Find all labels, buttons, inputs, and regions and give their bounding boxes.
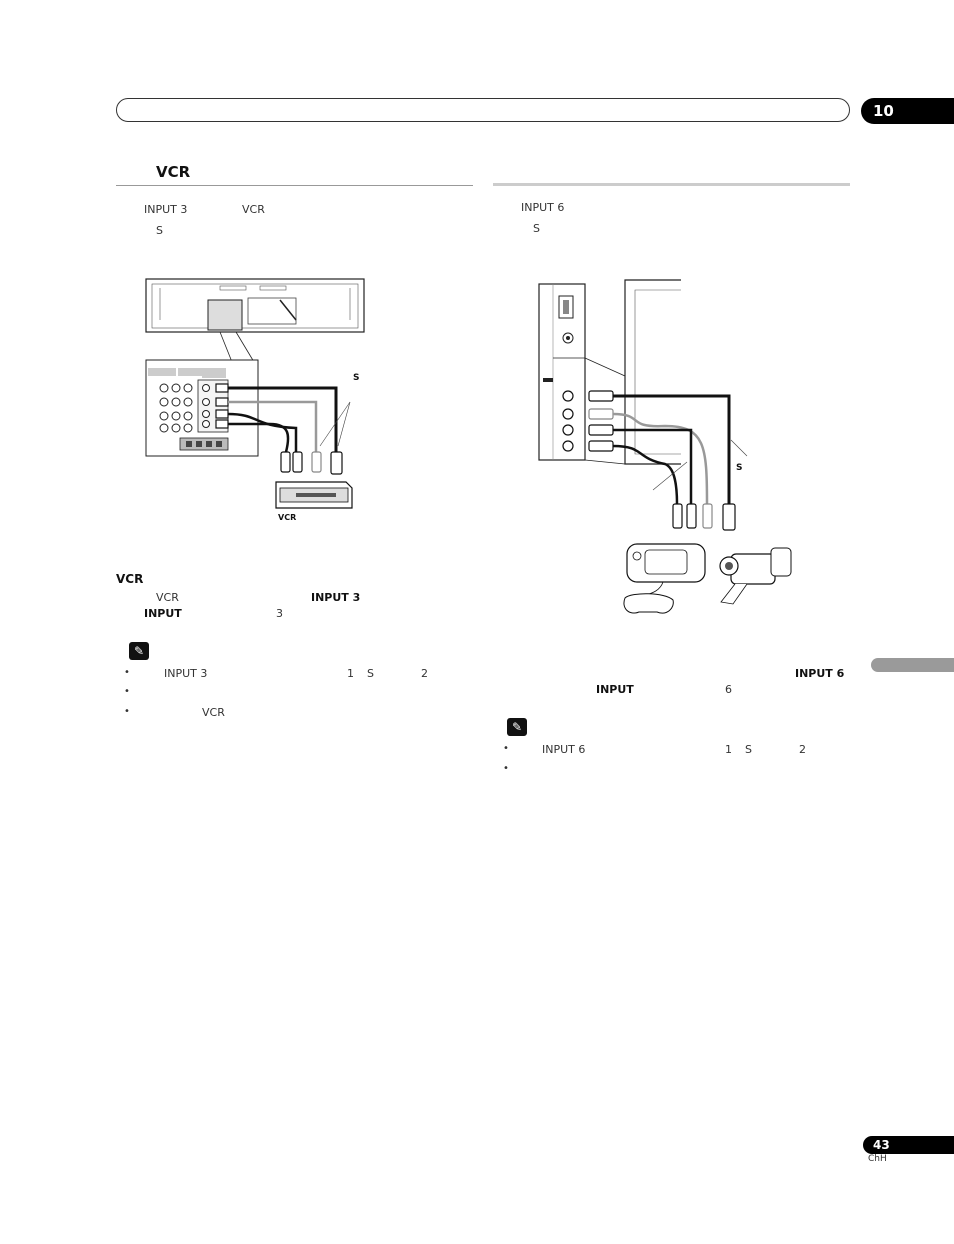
left-step2-num: 3 bbox=[276, 607, 283, 620]
note-icon: ✎ bbox=[507, 718, 527, 736]
bullet-icon: • bbox=[503, 743, 509, 754]
vcr-device-label: VCR bbox=[278, 513, 296, 522]
left-note1-one: 1 bbox=[347, 667, 354, 680]
tv-front-outline bbox=[624, 279, 681, 465]
left-step1-vcr: VCR bbox=[156, 591, 179, 604]
right-step2-num: 6 bbox=[725, 683, 732, 696]
right-note1-two: 2 bbox=[799, 743, 806, 756]
left-step2-input: INPUT bbox=[144, 607, 182, 620]
video-cable bbox=[228, 422, 290, 453]
left-heading-rule bbox=[116, 185, 473, 186]
right-step1-input6: INPUT 6 bbox=[795, 667, 845, 680]
bullet-icon: • bbox=[124, 706, 130, 717]
audio-red-cable bbox=[227, 412, 298, 452]
video-cable bbox=[612, 444, 679, 505]
right-step2-input: INPUT bbox=[596, 683, 634, 696]
right-intro-s: S bbox=[533, 222, 540, 235]
right-note1-s: S bbox=[745, 743, 752, 756]
left-note1-input3: INPUT 3 bbox=[164, 667, 208, 680]
left-note1-s: S bbox=[367, 667, 374, 680]
s-video-label: S bbox=[353, 373, 359, 383]
chapter-header-bar bbox=[116, 98, 850, 122]
right-note1-input6: INPUT 6 bbox=[542, 743, 586, 756]
right-heading-rule bbox=[493, 183, 850, 186]
left-intro-vcr: VCR bbox=[242, 203, 265, 216]
left-note1-two: 2 bbox=[421, 667, 428, 680]
note-icon: ✎ bbox=[129, 642, 149, 660]
left-section-heading: VCR bbox=[156, 163, 191, 181]
page-number-tab: 43 bbox=[863, 1136, 954, 1154]
section-side-tab bbox=[871, 658, 954, 672]
terminal-block-small bbox=[207, 299, 243, 331]
audio-white-cable bbox=[612, 412, 709, 505]
bullet-icon: • bbox=[124, 667, 130, 678]
game-controller bbox=[623, 593, 674, 614]
tv-rear-outline bbox=[145, 278, 365, 333]
bullet-icon: • bbox=[124, 686, 130, 697]
left-note3-vcr: VCR bbox=[202, 706, 225, 719]
right-note1-one: 1 bbox=[725, 743, 732, 756]
bullet-icon: • bbox=[503, 763, 509, 774]
left-intro-s: S bbox=[156, 224, 163, 237]
s-video-cable bbox=[613, 394, 731, 504]
s-video-label: S bbox=[736, 463, 742, 473]
left-connection-diagram: S VCR bbox=[145, 278, 365, 522]
left-step-heading: VCR bbox=[116, 572, 144, 586]
left-intro-input: INPUT 3 bbox=[144, 203, 188, 216]
audio-red-cable bbox=[613, 428, 693, 504]
right-intro-input: INPUT 6 bbox=[521, 201, 565, 214]
audio-white-cable bbox=[228, 400, 318, 452]
chapter-number-tab: 10 bbox=[861, 98, 954, 124]
page-language-code: ChH bbox=[868, 1154, 887, 1164]
s-video-cable bbox=[228, 386, 338, 452]
left-step1-input3: INPUT 3 bbox=[311, 591, 361, 604]
right-connection-diagram: S bbox=[538, 279, 792, 614]
